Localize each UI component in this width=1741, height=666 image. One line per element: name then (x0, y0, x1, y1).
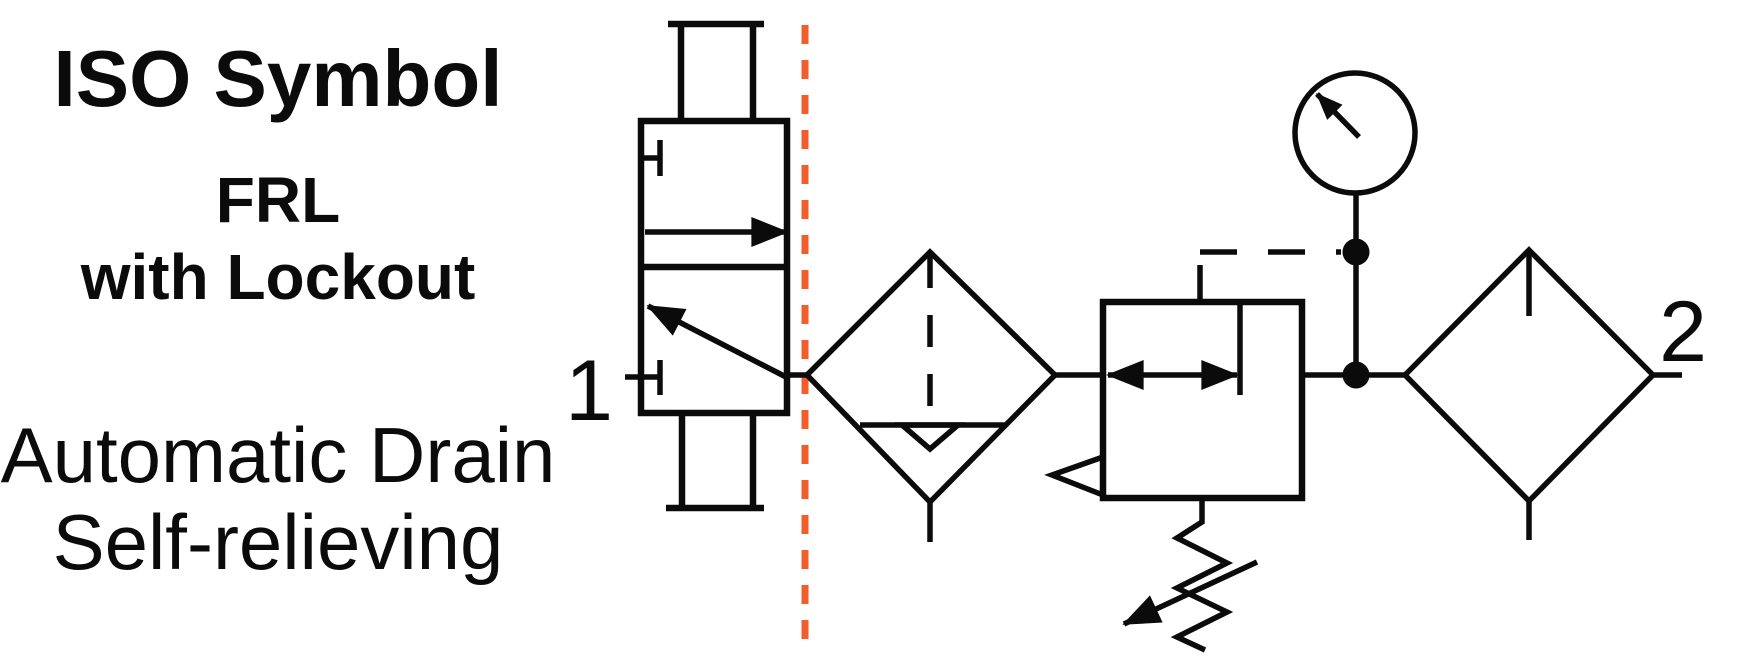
filter-auto-drain-triangle (894, 422, 966, 453)
valve-exhaust-arrow (646, 303, 788, 380)
gauge-needle (1315, 92, 1361, 139)
port-label-outlet: 2 (1659, 284, 1707, 380)
valve-exhaust-stem-bottom (666, 413, 764, 512)
subtitle-lockout: with Lockout (80, 241, 476, 313)
page-title: ISO Symbol (53, 34, 503, 123)
valve-blocked-port-mark-top (641, 140, 663, 176)
subtitle-frl: FRL (215, 164, 341, 236)
port-label-inlet: 1 (565, 343, 613, 439)
note-self-relieving: Self-relieving (52, 498, 504, 586)
note-automatic-drain: Automatic Drain (0, 411, 556, 499)
regulator-adjustment-spring (1170, 498, 1234, 653)
filter-symbol (803, 248, 1059, 542)
filter-diamond (803, 248, 1059, 506)
junction-dot-lower (1342, 361, 1370, 389)
pressure-gauge-symbol (1292, 70, 1418, 389)
lubricator-symbol (1401, 246, 1657, 540)
lockout-valve-symbol (625, 20, 791, 512)
regulator-symbol (1044, 249, 1341, 653)
lubricator-diamond (1401, 246, 1657, 505)
regulator-adjustment-arrow (1122, 559, 1259, 627)
regulator-relief-vent-triangle (1044, 453, 1106, 500)
regulator-body (1099, 298, 1306, 502)
valve-exhaust-stem-top (668, 20, 764, 121)
junction-dot-upper (1342, 238, 1370, 266)
